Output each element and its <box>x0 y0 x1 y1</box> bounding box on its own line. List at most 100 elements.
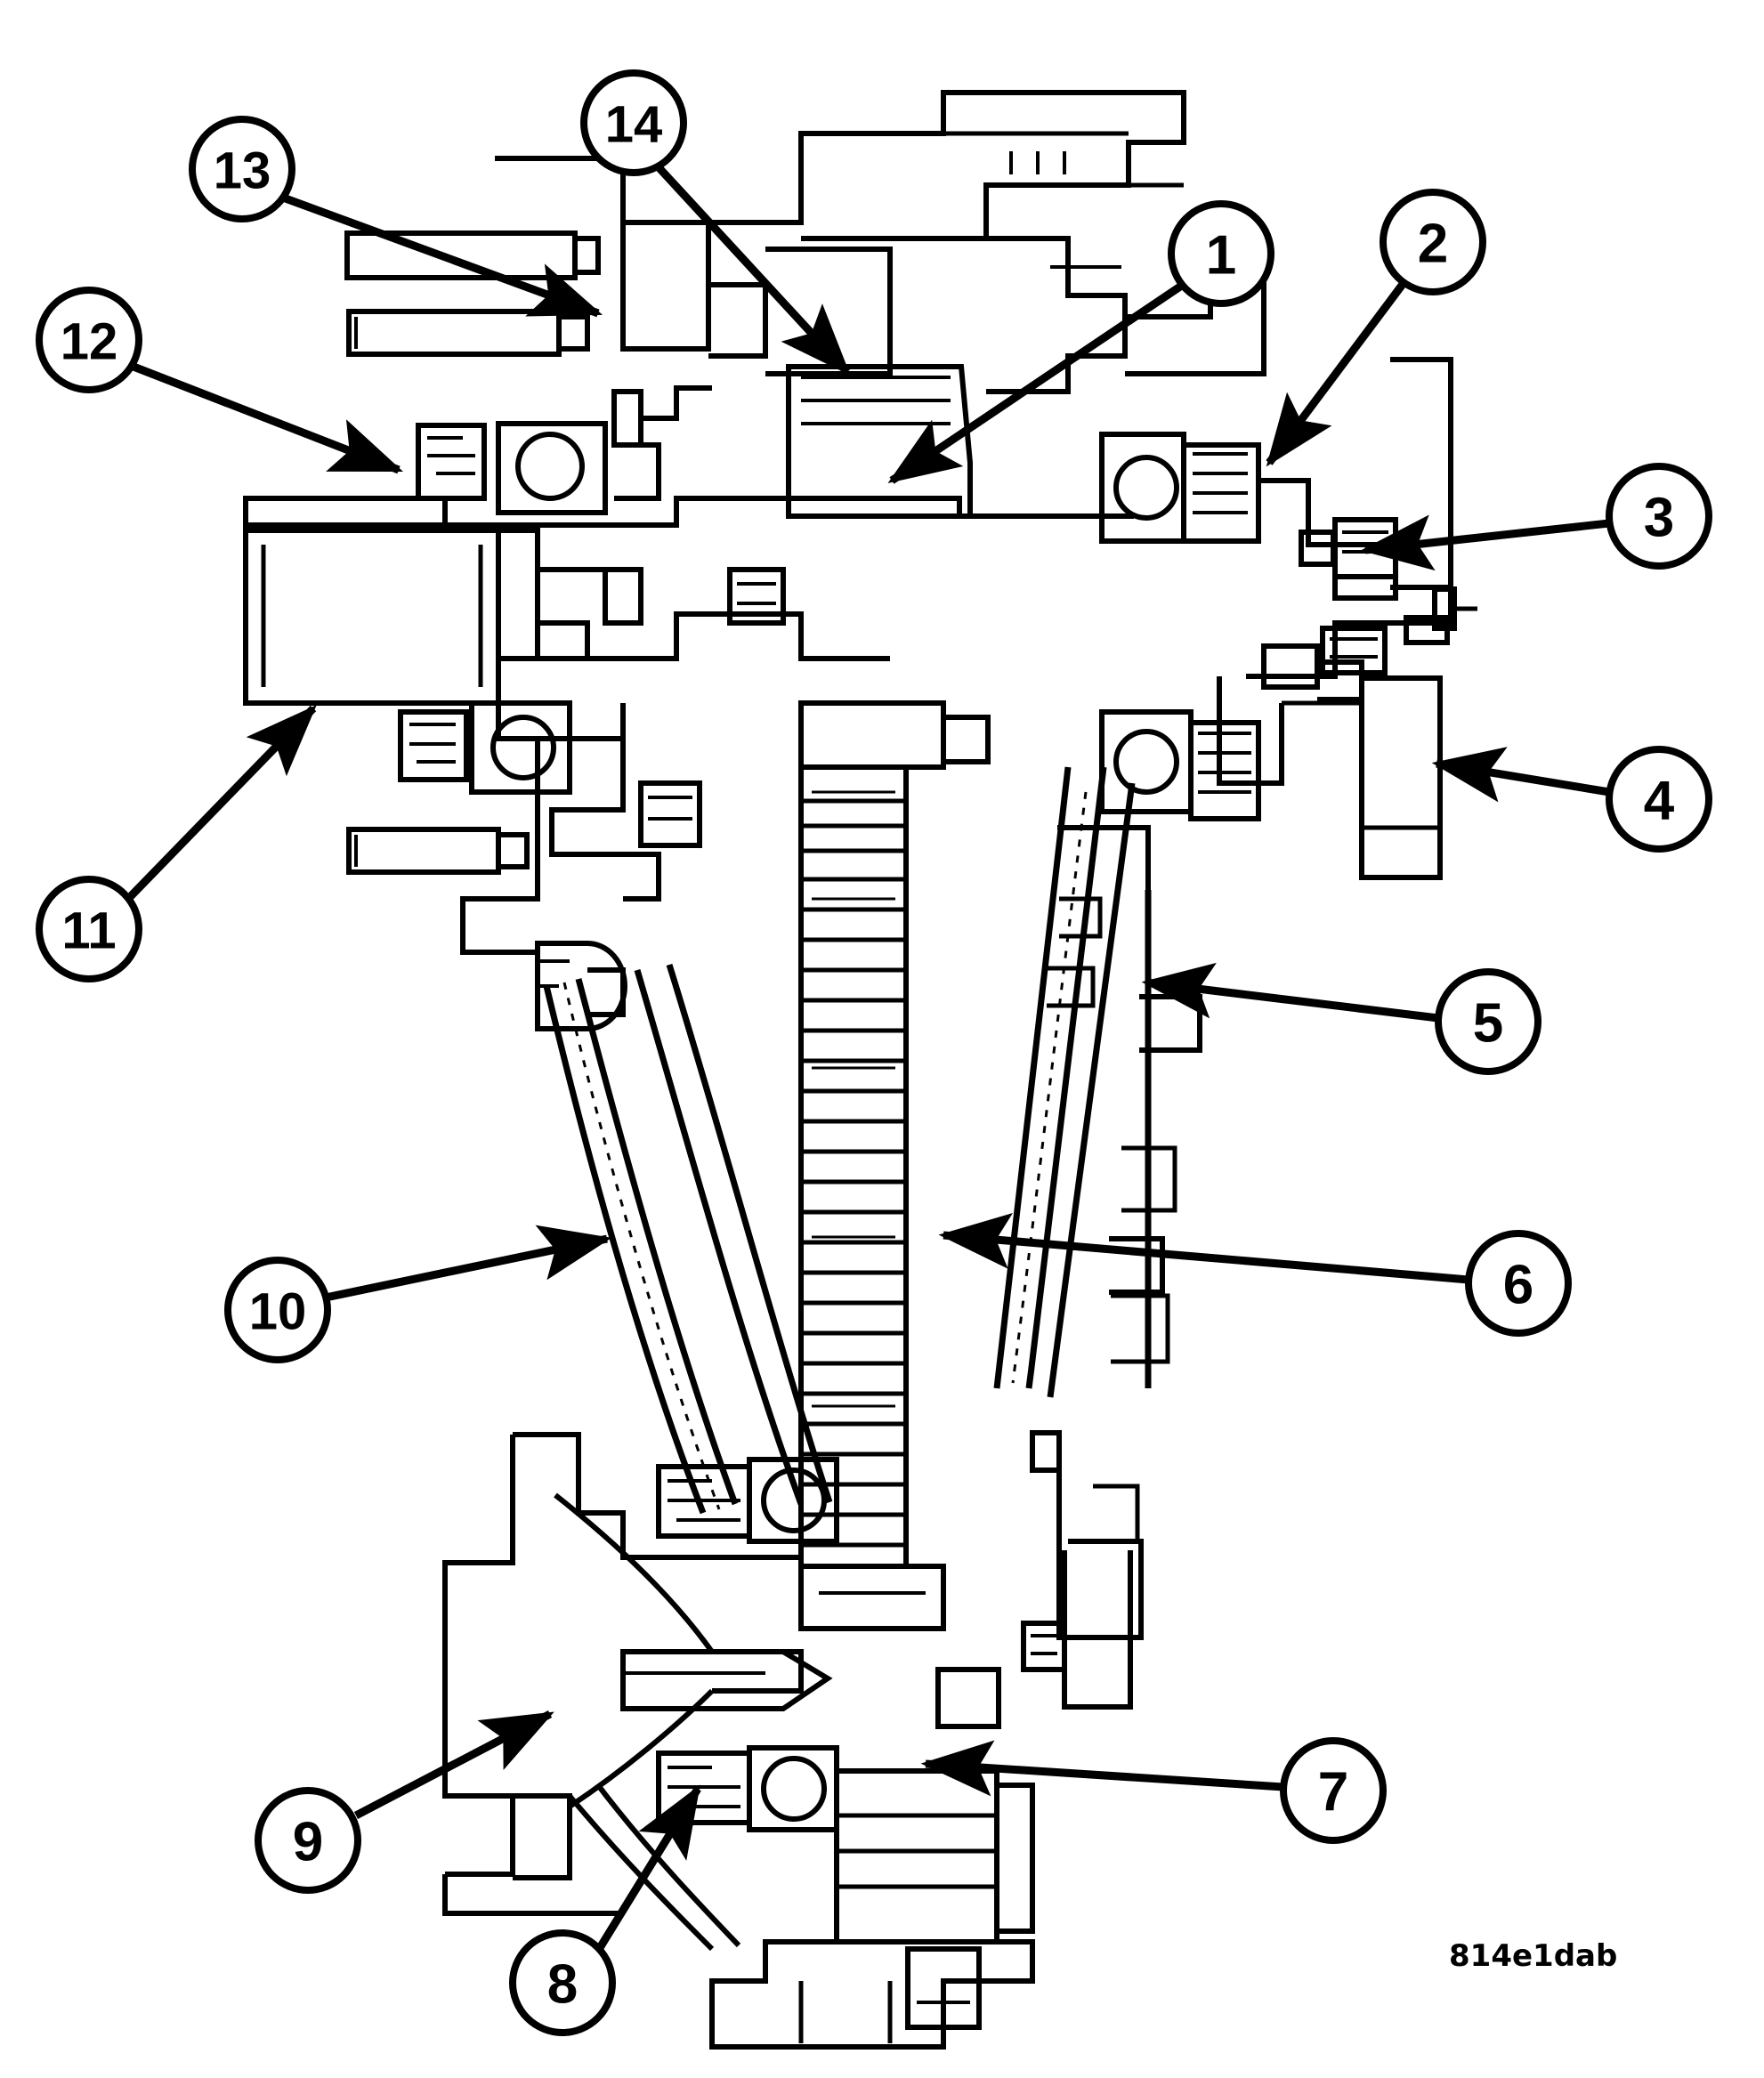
clutch-drum-cap <box>798 700 946 770</box>
snap-ring-upper <box>611 389 643 448</box>
clutch-drum-hub <box>943 715 991 764</box>
figure-id-label: 814e1dab <box>1449 1938 1618 1974</box>
callout-number-14: 14 <box>605 96 663 154</box>
case-upper-boss <box>620 220 711 352</box>
right-case-plug <box>1030 1430 1062 1473</box>
upper-stud-head <box>575 236 601 275</box>
lower-mount-hatch <box>668 1479 740 1522</box>
actuator-cap-detail <box>538 959 570 988</box>
valve-body-block <box>786 364 973 519</box>
upper-stud-bar <box>344 230 578 280</box>
actuator-stem <box>587 967 626 1017</box>
callout-9[interactable]: 9 <box>255 1787 361 1894</box>
callout-5[interactable]: 5 <box>1435 968 1541 1075</box>
callout-circle-5[interactable] <box>1435 968 1541 1075</box>
callout-circle-1[interactable] <box>1168 200 1274 307</box>
callout-number-13: 13 <box>214 142 271 200</box>
leader-line-13 <box>281 193 603 318</box>
callout-8[interactable]: 8 <box>509 1929 616 2036</box>
callout-circle-6[interactable] <box>1465 1230 1572 1337</box>
center-small-boss-hatch <box>737 582 776 605</box>
callout-12[interactable]: 12 <box>36 287 142 393</box>
output-seal-flange <box>1332 574 1398 601</box>
callout-number-5: 5 <box>1473 993 1503 1055</box>
upper-bearing-bore <box>515 432 585 501</box>
center-web-left <box>243 530 623 706</box>
right-plug-step <box>1317 659 1364 702</box>
center-web-right <box>1246 587 1453 679</box>
callout-circle-9[interactable] <box>255 1787 361 1894</box>
mid-bolt-head <box>498 832 530 869</box>
band-straps-group <box>543 766 1177 1515</box>
leader-line-14 <box>655 164 851 376</box>
leader-line-6 <box>938 1212 1469 1284</box>
lower-strut-2 <box>595 1783 741 1948</box>
lower-right-bearing-bore <box>1113 729 1179 795</box>
callout-circle-4[interactable] <box>1606 746 1712 853</box>
callout-circle-10[interactable] <box>224 1257 331 1363</box>
callout-13[interactable]: 13 <box>189 116 295 222</box>
leader-line-7 <box>920 1740 1284 1797</box>
bell-housing-left-upper <box>442 1435 515 1673</box>
callout-circle-7[interactable] <box>1280 1737 1387 1844</box>
left-mount-hatch <box>427 436 475 475</box>
right-seal-block <box>1181 442 1261 544</box>
valve-body-hatch <box>801 376 951 425</box>
callout-circle-13[interactable] <box>189 116 295 222</box>
lower-housing-group <box>442 1432 1035 2050</box>
input-shaft-group <box>243 496 643 741</box>
lower-bearing-bore <box>761 1468 827 1533</box>
callout-circle-12[interactable] <box>36 287 142 393</box>
leader-line-4 <box>1431 747 1610 803</box>
clutch-drum-base <box>798 1564 946 1631</box>
callout-number-6: 6 <box>1503 1255 1533 1316</box>
shaft-collar-upper <box>614 442 661 501</box>
top-cover-vent-slots <box>1009 151 1066 174</box>
mid-center-port-hatch <box>648 796 692 821</box>
mid-center-port <box>638 780 702 848</box>
output-gear-teeth <box>837 1813 997 1889</box>
callout-number-11: 11 <box>61 902 116 960</box>
callout-11[interactable]: 11 <box>36 876 142 982</box>
callout-number-1: 1 <box>1206 225 1236 287</box>
output-shaft-flange <box>1359 675 1443 880</box>
callout-2[interactable]: 2 <box>1380 189 1486 295</box>
case-split-line-top <box>246 496 1134 528</box>
small-plug-b <box>1320 626 1388 675</box>
callout-circle-11[interactable] <box>36 876 142 982</box>
callout-6[interactable]: 6 <box>1465 1230 1572 1337</box>
callout-10[interactable]: 10 <box>224 1257 331 1363</box>
callout-circle-14[interactable] <box>580 69 687 176</box>
input-shaft-shoulder <box>498 528 540 661</box>
callout-14[interactable]: 14 <box>580 69 687 176</box>
leader-line-3 <box>1360 514 1610 571</box>
callout-4[interactable]: 4 <box>1606 746 1712 853</box>
callout-circle-8[interactable] <box>509 1929 616 2036</box>
right-plug-small <box>1261 643 1320 690</box>
callout-7[interactable]: 7 <box>1280 1737 1387 1844</box>
input-fork-leg <box>538 620 590 659</box>
center-case-group <box>346 611 991 1631</box>
lower-right-port <box>935 1667 1001 1729</box>
small-plug-b-hatch <box>1330 637 1378 659</box>
callout-number-8: 8 <box>547 1954 578 2016</box>
callout-1[interactable]: 1 <box>1168 200 1274 307</box>
input-shaft-block <box>243 528 501 706</box>
callout-3[interactable]: 3 <box>1606 463 1712 570</box>
callout-number-7: 7 <box>1318 1762 1348 1823</box>
callout-circle-2[interactable] <box>1380 189 1486 295</box>
clutch-plate-tick-marks <box>812 790 895 1408</box>
callout-circle-3[interactable] <box>1606 463 1712 570</box>
center-case-left-step <box>549 739 626 857</box>
callout-number-12: 12 <box>61 313 118 371</box>
right-seal-hatch <box>1193 452 1248 514</box>
case-upper-step <box>708 282 768 359</box>
left-mount-boss <box>416 423 487 501</box>
bell-housing-foot <box>513 1793 572 1880</box>
callout-number-9: 9 <box>293 1812 323 1873</box>
right-flange-step <box>1258 478 1390 547</box>
mid-left-bearing-boss <box>469 700 572 795</box>
mid-left-bearing-bore <box>490 715 556 780</box>
leader-line-12 <box>132 362 404 474</box>
